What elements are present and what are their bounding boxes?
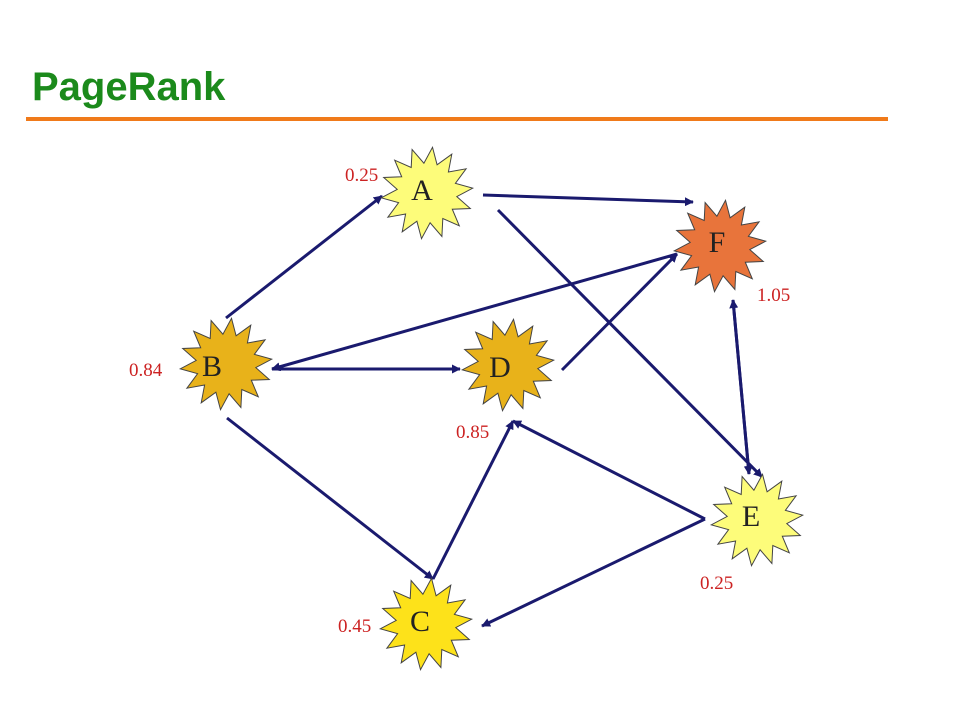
edge-a-to-f: [482, 193, 694, 207]
rank-value-b: 0.84: [129, 360, 163, 381]
title-underline: [26, 117, 888, 121]
node-label-f: F: [709, 226, 726, 259]
rank-value-e: 0.25: [700, 573, 733, 594]
node-d: D: [460, 317, 556, 413]
edge-e-to-c: [481, 517, 706, 628]
node-b: B: [178, 316, 274, 412]
node-f: F: [672, 198, 768, 294]
node-label-a: A: [411, 174, 433, 207]
rank-value-d: 0.85: [456, 422, 489, 443]
edge-f-to-b: [271, 252, 678, 372]
rank-value-f: 1.05: [757, 285, 790, 306]
rank-value-c: 0.45: [338, 616, 371, 637]
node-e: E: [709, 472, 805, 568]
node-star-a: [379, 145, 475, 241]
edge-a-to-e: [496, 208, 764, 479]
edge-f-to-e: [731, 299, 753, 475]
nodes: A B C D E F: [178, 145, 805, 672]
edges: [225, 193, 764, 628]
edge-b-to-c: [226, 416, 434, 581]
edge-b-to-a: [225, 194, 383, 320]
rank-value-a: 0.25: [345, 165, 378, 186]
slide-title: PageRank: [32, 65, 226, 109]
edge-c-to-d: [431, 420, 515, 580]
edge-d-to-f: [560, 252, 679, 372]
node-label-e: E: [742, 500, 760, 533]
node-c: C: [378, 576, 474, 672]
rank-labels: 0.25 0.84 0.45 0.85 0.25 1.05: [129, 165, 790, 637]
node-label-c: C: [410, 605, 430, 638]
node-label-d: D: [489, 351, 511, 384]
node-label-b: B: [202, 350, 222, 383]
node-star-f: [672, 198, 768, 294]
node-star-d: [460, 317, 556, 413]
node-star-b: [178, 316, 274, 412]
node-star-c: [378, 576, 474, 672]
node-a: A: [379, 145, 475, 241]
edge-e-to-d: [512, 419, 706, 521]
node-star-e: [709, 472, 805, 568]
